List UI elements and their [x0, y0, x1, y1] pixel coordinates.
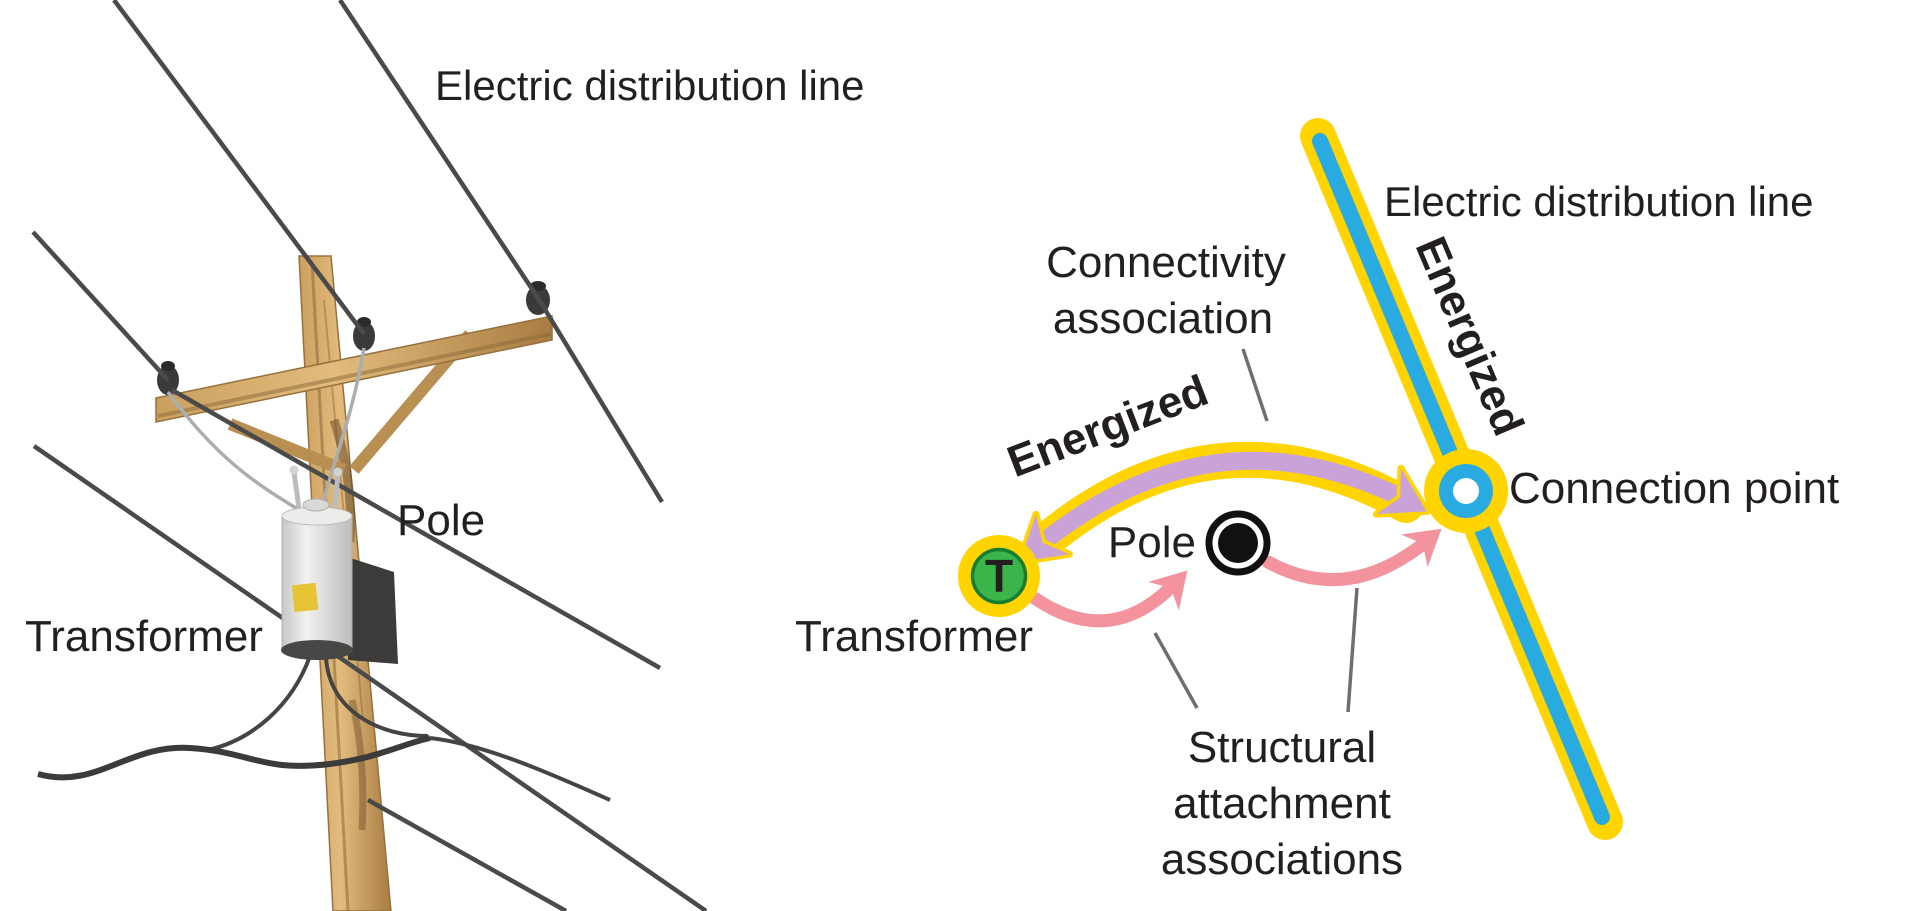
- connectivity-arc: [1030, 451, 1417, 555]
- structural-attachment-label-line3: associations: [1161, 835, 1403, 884]
- crossarm-shadow: [157, 332, 551, 418]
- wire: [112, 0, 366, 336]
- connection-point-node: [1424, 449, 1508, 533]
- service-wire-tail: [429, 736, 611, 802]
- callout-line-structural-left: [1153, 632, 1199, 709]
- wire: [366, 798, 568, 911]
- utility-pole-photo: Electric distribution line Pole Transfor…: [25, 0, 865, 911]
- drop-wire: [324, 657, 429, 738]
- structural-arrowhead-1: [1148, 570, 1188, 611]
- bushing-cap: [333, 467, 343, 477]
- connectivity-arrowhead-right: [1372, 464, 1431, 518]
- bushing-cap: [289, 465, 299, 475]
- jumper-wires: [166, 347, 366, 514]
- connection-point-label: Connection point: [1509, 464, 1839, 513]
- structural-arc-1: [1029, 575, 1183, 628]
- transformer-circle-green: [970, 547, 1028, 605]
- transformer-bracket: [344, 556, 398, 664]
- diagram-electric-distribution-line-label: Electric distribution line: [1384, 178, 1814, 225]
- transformer-lid-knob: [302, 498, 330, 512]
- callout-line-structural-right: [1346, 587, 1359, 713]
- jumper-wire: [320, 347, 366, 509]
- network-schematic: T Electric distribution line Connectivit…: [795, 118, 1839, 884]
- photo-electric-distribution-line-label: Electric distribution line: [435, 62, 865, 109]
- drop-wire: [207, 655, 312, 752]
- wire: [31, 230, 170, 382]
- photo-transformer-label: Transformer: [25, 612, 263, 661]
- connectivity-association-label-line1: Connectivity: [1046, 238, 1286, 287]
- pole-node-core: [1218, 523, 1258, 563]
- pole-node: [1205, 510, 1271, 576]
- transformer-body: [281, 515, 353, 651]
- connectivity-association-label-line2: association: [1053, 294, 1273, 343]
- transformer-symbol-letter: T: [985, 550, 1013, 602]
- wire: [338, 0, 664, 504]
- structural-attachment-label-line1: Structural: [1188, 723, 1376, 772]
- diagram-transformer-label: Transformer: [795, 612, 1033, 661]
- transformer-sticker: [291, 582, 319, 613]
- jumper-wire: [166, 390, 303, 514]
- structural-attachment-arrow-1: [1029, 570, 1188, 628]
- connectivity-association-arrow: [1016, 441, 1431, 566]
- service-wire: [37, 735, 431, 781]
- structural-arc-2: [1261, 533, 1435, 587]
- service-drop: [37, 655, 611, 802]
- transformer-base: [281, 640, 353, 660]
- diagram-pole-label: Pole: [1108, 518, 1196, 567]
- wire: [32, 444, 708, 911]
- callout-line-connectivity: [1241, 348, 1269, 422]
- wire: [170, 388, 662, 670]
- photo-pole-label: Pole: [397, 496, 485, 545]
- connection-point-center: [1453, 478, 1479, 504]
- photo-transformer: [281, 465, 398, 664]
- distribution-wires: [31, 0, 708, 911]
- transformer-node: T: [958, 535, 1040, 617]
- structural-attachment-label-line2: attachment: [1173, 779, 1391, 828]
- connectivity-arrowhead-left: [1016, 510, 1073, 566]
- structural-attachment-arrow-2: [1261, 528, 1442, 587]
- structural-arrowhead-2: [1401, 528, 1442, 568]
